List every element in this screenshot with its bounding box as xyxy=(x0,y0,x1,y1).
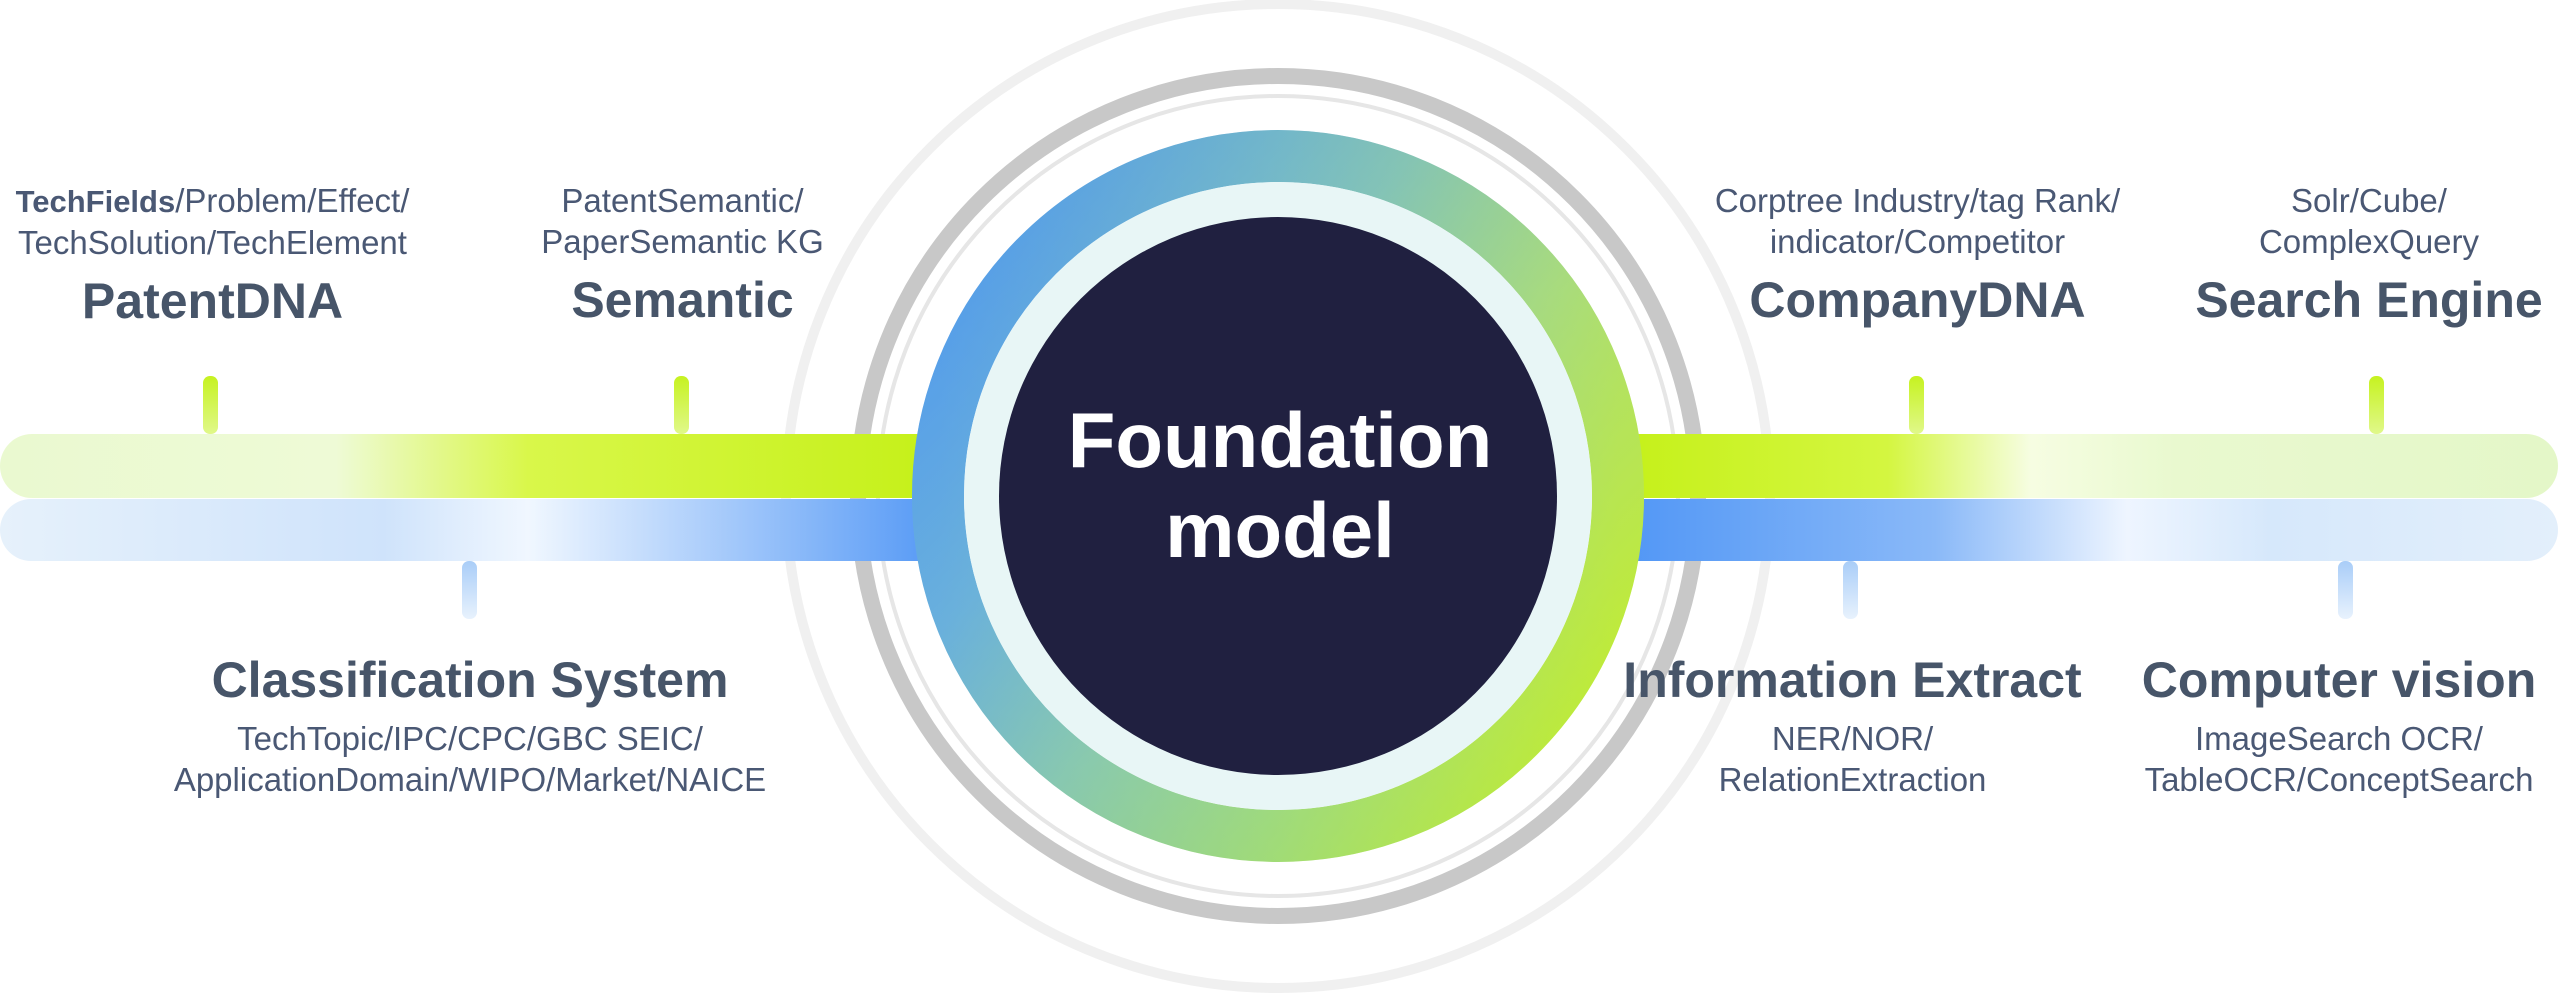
node-desc-bold: TechFields xyxy=(15,184,176,219)
node-desc-line2: TechSolution/TechElement xyxy=(18,224,407,261)
node-desc-line1: PatentSemantic/ xyxy=(561,182,804,219)
center-line1: Foundation xyxy=(1067,396,1493,484)
node-search-engine: Solr/Cube/ ComplexQuery Search Engine xyxy=(2180,180,2558,328)
node-information-extract: Information Extract NER/NOR/ RelationExt… xyxy=(1600,652,2105,800)
right-blue-bar xyxy=(1600,499,2558,561)
tick-classification xyxy=(462,561,477,619)
node-patentdna: TechFields/Problem/Effect/ TechSolution/… xyxy=(0,180,425,329)
node-semantic: PatentSemantic/ PaperSemantic KG Semanti… xyxy=(500,180,865,328)
node-desc-line1: TechTopic/IPC/CPC/GBC SEIC/ xyxy=(237,720,703,757)
node-classification-system: Classification System TechTopic/IPC/CPC/… xyxy=(130,652,810,800)
center-line2: model xyxy=(1165,486,1395,574)
node-title: Information Extract xyxy=(1623,652,2082,708)
right-green-bar xyxy=(1600,434,2558,498)
node-desc-line2: ApplicationDomain/WIPO/Market/NAICE xyxy=(173,761,767,798)
left-green-bar xyxy=(0,434,960,498)
center-label: Foundation model xyxy=(1000,395,1560,575)
node-desc-line2: TableOCR/ConceptSearch xyxy=(2144,761,2534,798)
tick-information-extract xyxy=(1843,561,1858,619)
node-desc-line2: PaperSemantic KG xyxy=(541,223,824,260)
node-desc-line2: RelationExtraction xyxy=(1718,761,1987,798)
node-title: CompanyDNA xyxy=(1749,272,2086,328)
node-desc-line1: Solr/Cube/ xyxy=(2291,182,2447,219)
node-title: Search Engine xyxy=(2195,272,2543,328)
node-desc-line1: ImageSearch OCR/ xyxy=(2195,720,2483,757)
node-desc: TechFields/Problem/Effect/ xyxy=(0,180,425,222)
tick-patentdna xyxy=(203,376,218,434)
node-title: PatentDNA xyxy=(81,273,344,329)
core-circle xyxy=(999,217,1557,775)
node-desc-line2: indicator/Competitor xyxy=(1769,223,2066,260)
node-title: Computer vision xyxy=(2141,652,2537,708)
tick-search-engine xyxy=(2369,376,2384,434)
gradient-ring-overlay xyxy=(912,130,1644,862)
node-desc-line2: ComplexQuery xyxy=(2258,223,2480,260)
left-blue-bar xyxy=(0,499,960,561)
node-title: Semantic xyxy=(571,272,794,328)
node-companydna: Corptree Industry/tag Rank/ indicator/Co… xyxy=(1680,180,2155,328)
tick-computer-vision xyxy=(2338,561,2353,619)
node-desc-line1: NER/NOR/ xyxy=(1771,720,1934,757)
node-title: Classification System xyxy=(211,652,729,708)
tick-semantic xyxy=(674,376,689,434)
node-desc-line1: /Problem/Effect/ xyxy=(175,182,410,219)
node-computer-vision: Computer vision ImageSearch OCR/ TableOC… xyxy=(2120,652,2558,800)
tick-companydna xyxy=(1909,376,1924,434)
node-desc-line1: Corptree Industry/tag Rank/ xyxy=(1714,182,2121,219)
